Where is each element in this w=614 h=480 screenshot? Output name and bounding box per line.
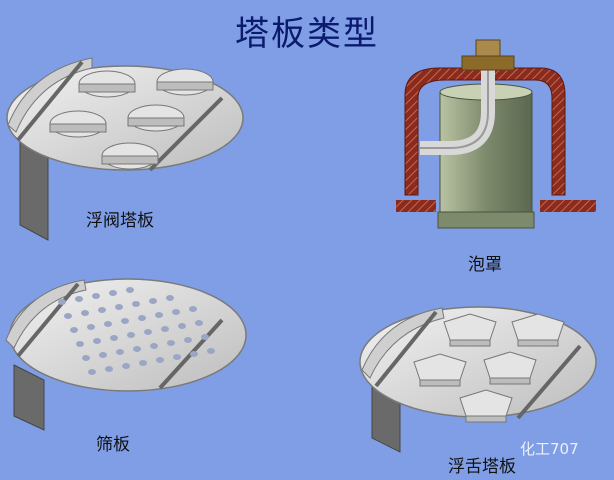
- sieve-hole: [82, 355, 90, 361]
- sieve-tray: [5, 278, 247, 431]
- sieve-hole: [155, 312, 163, 318]
- sieve-hole: [93, 338, 101, 344]
- cap-bolt: [475, 39, 501, 59]
- sieve-hole: [207, 348, 215, 354]
- sieve-hole: [87, 324, 95, 330]
- sieve-hole: [144, 329, 152, 335]
- bubble-cap: [396, 39, 596, 229]
- sieve-hole: [75, 296, 83, 302]
- sieve-hole: [190, 351, 198, 357]
- sieve-hole: [138, 315, 146, 321]
- sieve-hole: [92, 293, 100, 299]
- weir-edge: [16, 282, 80, 358]
- tray-plate-right: [540, 200, 596, 212]
- sieve-hole: [121, 318, 129, 324]
- float-valve-tray: [6, 57, 244, 241]
- sieve-hole: [109, 290, 117, 296]
- sieve-hole: [64, 313, 72, 319]
- label-float-valve-tray: 浮阀塔板: [86, 211, 154, 231]
- sieve-hole: [166, 295, 174, 301]
- sieve-hole: [173, 354, 181, 360]
- page-title: 塔板类型: [235, 14, 379, 54]
- sieve-hole: [76, 341, 84, 347]
- label-float-tongue-tray: 浮舌塔板: [448, 457, 516, 477]
- label-bubble-cap: 泡罩: [468, 255, 502, 275]
- outlet-weir: [148, 96, 224, 172]
- weir-edge: [16, 60, 84, 142]
- sieve-hole: [161, 326, 169, 332]
- sieve-hole: [127, 332, 135, 338]
- sieve-hole: [189, 306, 197, 312]
- sieve-hole: [201, 334, 209, 340]
- valve-caps: [49, 68, 214, 170]
- sieve-holes: [58, 287, 215, 375]
- sieve-hole: [167, 340, 175, 346]
- sieve-hole: [149, 298, 157, 304]
- sieve-hole: [122, 363, 130, 369]
- sieve-hole: [184, 337, 192, 343]
- label-sieve-tray: 筛板: [96, 435, 130, 455]
- vapor-pipe-edge: [420, 70, 489, 149]
- sieve-hole: [139, 360, 147, 366]
- sieve-hole: [116, 349, 124, 355]
- sieve-hole: [150, 343, 158, 349]
- sieve-hole: [81, 310, 89, 316]
- sieve-hole: [156, 357, 164, 363]
- sieve-hole: [178, 323, 186, 329]
- inlet-weir: [7, 57, 93, 133]
- sieve-hole: [70, 327, 78, 333]
- sieve-hole: [126, 287, 134, 293]
- sieve-hole: [98, 307, 106, 313]
- sieve-hole: [195, 320, 203, 326]
- tray-plate-left: [396, 200, 436, 212]
- sieve-hole: [132, 301, 140, 307]
- sieve-hole: [133, 346, 141, 352]
- sieve-hole: [110, 335, 118, 341]
- sieve-hole: [99, 352, 107, 358]
- outlet-weir: [516, 344, 582, 420]
- float-tongue-tray: [359, 306, 597, 453]
- sieve-hole: [115, 304, 123, 310]
- sieve-hole: [58, 299, 66, 305]
- tongue-caps: [413, 313, 565, 423]
- cap-shell: [404, 67, 566, 196]
- downcomer-wall: [13, 364, 45, 431]
- riser-base: [437, 211, 535, 229]
- weir-edge: [374, 310, 438, 388]
- cap-nut: [461, 55, 515, 71]
- watermark: 化工707: [520, 440, 579, 458]
- sieve-hole: [172, 309, 180, 315]
- sieve-hole: [104, 321, 112, 327]
- sieve-hole: [105, 366, 113, 372]
- sieve-hole: [88, 369, 96, 375]
